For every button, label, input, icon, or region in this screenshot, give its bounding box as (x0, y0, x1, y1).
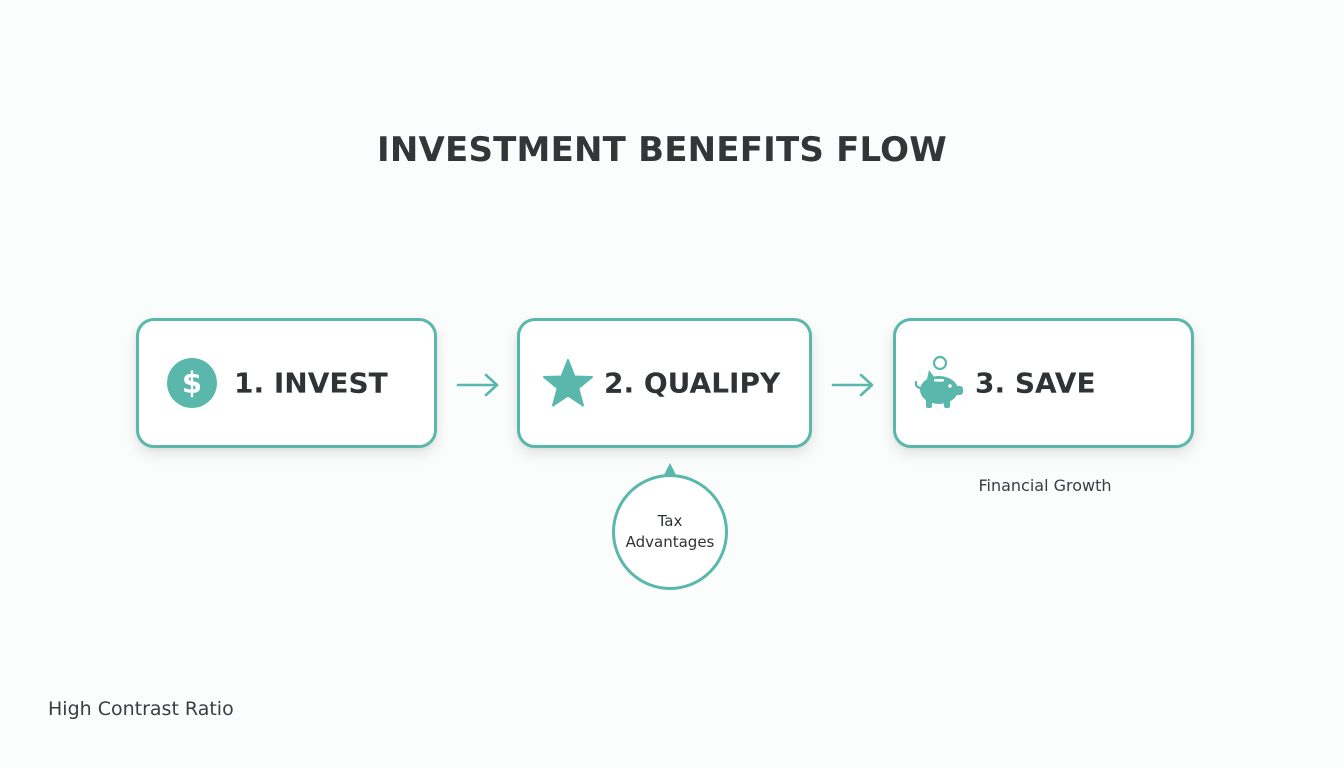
bubble-line-1: Tax (657, 512, 683, 530)
step-invest-box: $ 1. INVEST (136, 318, 437, 448)
save-caption: Financial Growth (978, 476, 1112, 495)
star-icon (542, 358, 594, 408)
arrow-right-icon (456, 370, 500, 404)
dollar-circle-icon: $ (167, 358, 217, 408)
piggy-bank-icon (914, 355, 968, 411)
diagram-title: INVESTMENT BENEFITS FLOW (377, 130, 947, 170)
arrow-right-icon (831, 370, 875, 404)
step-invest-label: 1. INVEST (234, 366, 388, 400)
bubble-pointer (663, 461, 677, 480)
step-save-label: 3. SAVE (975, 366, 1096, 400)
footer-note: High Contrast Ratio (48, 698, 234, 720)
tax-advantages-bubble: Tax Advantages (612, 474, 728, 590)
step-qualify-label: 2. QUALIPY (604, 366, 781, 400)
svg-text:$: $ (182, 366, 202, 400)
bubble-line-2: Advantages (625, 533, 715, 551)
step-qualify-box: 2. QUALIPY (517, 318, 812, 448)
step-save-box: 3. SAVE (893, 318, 1194, 448)
